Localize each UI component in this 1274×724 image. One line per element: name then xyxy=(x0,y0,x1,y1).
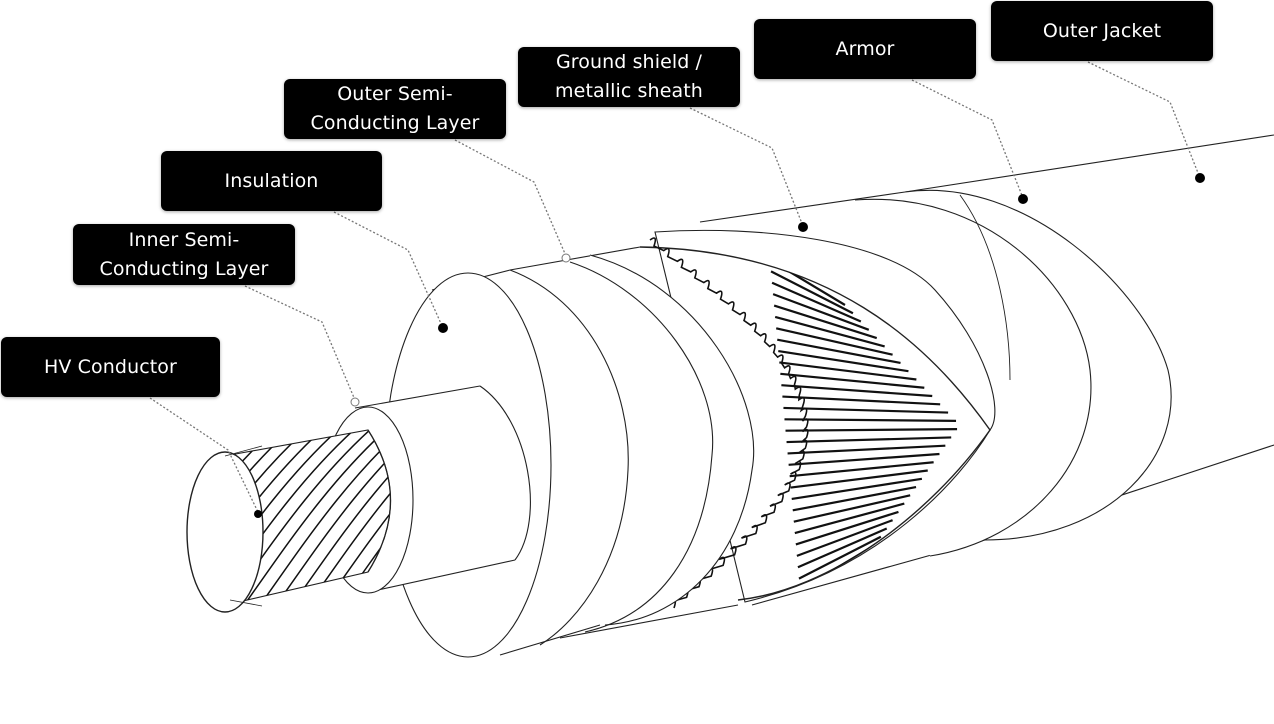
armor-wire xyxy=(791,477,923,501)
armor-wire xyxy=(795,510,899,546)
dot-armor xyxy=(1018,194,1028,204)
armor-wire xyxy=(797,527,888,569)
leader-outer-semi xyxy=(454,139,567,257)
leader-hv-conductor xyxy=(149,397,259,513)
label-inner-semi-conducting: Inner Semi- Conducting Layer xyxy=(73,224,295,285)
dot-insulation xyxy=(438,323,448,333)
armor-wires xyxy=(769,259,958,591)
armor-wire xyxy=(798,535,882,580)
label-inner-semi-line2: Conducting Layer xyxy=(99,257,269,280)
label-inner-semi-line1: Inner Semi- xyxy=(128,228,240,251)
armor-wire xyxy=(770,270,854,315)
label-hv-conductor: HV Conductor xyxy=(1,337,220,397)
leader-insulation xyxy=(333,211,444,329)
dot-outer-jacket xyxy=(1195,173,1205,183)
armor-wire xyxy=(790,469,928,489)
armor-wire xyxy=(784,418,957,422)
armor-wire xyxy=(772,293,870,331)
leader-dots xyxy=(254,173,1205,518)
leader-armor xyxy=(911,79,1024,199)
label-insulation: Insulation xyxy=(161,151,382,211)
armor-wire xyxy=(771,281,862,323)
armor-wire xyxy=(779,361,917,381)
label-armor-text: Armor xyxy=(835,37,895,60)
label-outer-jacket-text: Outer Jacket xyxy=(1042,19,1162,42)
label-hv-conductor-text: HV Conductor xyxy=(44,355,177,378)
label-insulation-text: Insulation xyxy=(224,169,319,192)
dot-ground-shield xyxy=(798,222,808,232)
armor-wire xyxy=(777,338,901,365)
armor-wire xyxy=(773,304,878,340)
armor-wire xyxy=(774,315,885,348)
armor-wire xyxy=(780,372,925,389)
dot-outer-semi xyxy=(561,253,571,263)
armor-wire xyxy=(782,395,941,406)
armor-wire xyxy=(783,406,949,414)
armor-wire xyxy=(788,452,940,466)
armor-wire xyxy=(785,428,958,432)
label-outer-semi-conducting: Outer Semi- Conducting Layer xyxy=(284,79,506,139)
leader-lines xyxy=(149,61,1201,513)
armor-wire xyxy=(789,461,934,478)
conductor-strand xyxy=(236,430,391,604)
armor-wire xyxy=(781,384,933,398)
armor-wire xyxy=(792,485,917,512)
crimped-sheath-edge xyxy=(649,237,809,609)
label-ground-shield: Ground shield / metallic sheath xyxy=(518,47,740,107)
armor-wire xyxy=(794,502,905,535)
dot-inner-semi xyxy=(350,397,360,407)
outer-semi-conducting-layer xyxy=(509,246,755,639)
label-outer-semi-line2: Conducting Layer xyxy=(310,112,480,134)
label-ground-shield-line1: Ground shield / xyxy=(555,51,703,73)
label-armor: Armor xyxy=(754,19,976,79)
armor-wire xyxy=(775,327,893,356)
armor-wire xyxy=(786,436,952,444)
armor-wire xyxy=(793,494,911,523)
armor-wire xyxy=(796,519,893,557)
armor-wire xyxy=(778,349,909,373)
leader-outer-jacket xyxy=(1087,61,1201,179)
leader-ground-shield xyxy=(689,107,804,227)
conductor-strand xyxy=(230,430,366,604)
label-outer-semi-line1: Outer Semi- xyxy=(337,83,453,105)
dot-hv-conductor xyxy=(254,510,262,518)
leader-inner-semi xyxy=(244,285,356,401)
label-ground-shield-line2: metallic sheath xyxy=(555,80,703,102)
label-outer-jacket: Outer Jacket xyxy=(991,1,1213,61)
armor-wire xyxy=(787,444,946,455)
